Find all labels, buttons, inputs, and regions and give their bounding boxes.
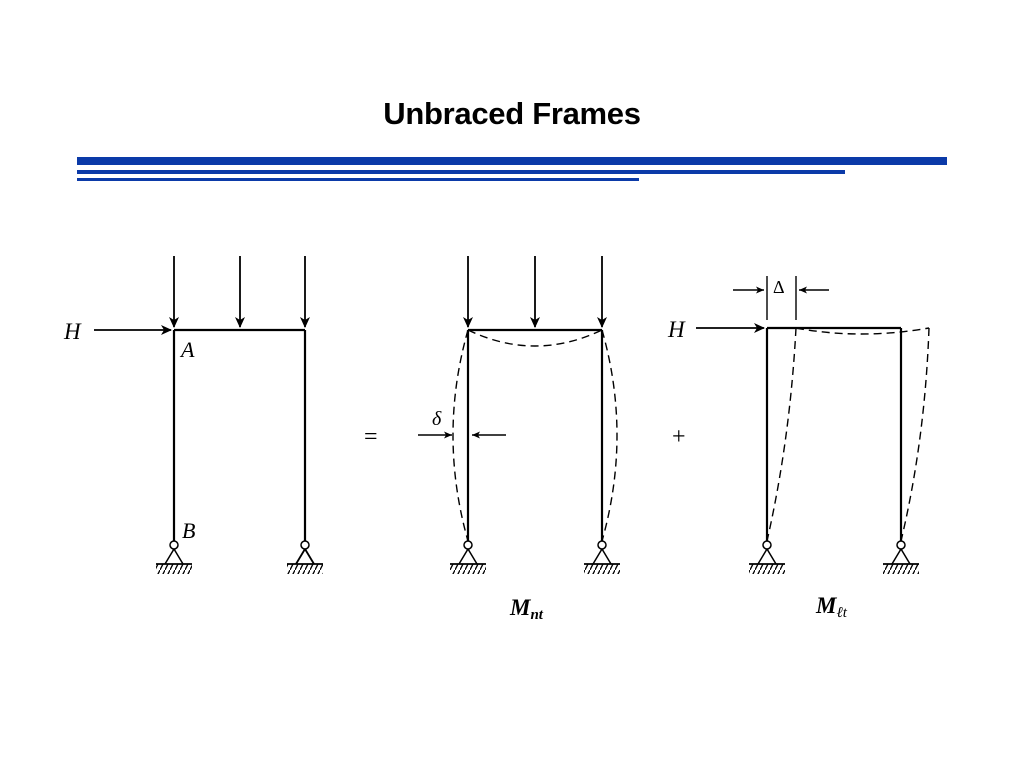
moment-lt-label: Mℓt	[815, 593, 848, 621]
pin-support-right	[584, 540, 620, 574]
title-underline-thin	[77, 178, 639, 181]
joint-a-label: A	[179, 337, 195, 362]
pin-support-left	[156, 540, 192, 574]
joint-b-label: B	[182, 518, 195, 543]
moment-symbol: M	[815, 593, 838, 618]
frame-2: δ Mnt	[418, 256, 620, 623]
plus-operator: +	[672, 424, 686, 450]
drift-label: Δ	[773, 277, 785, 297]
title-underline-medium	[77, 170, 845, 174]
moment-subscript: nt	[530, 607, 543, 623]
pin-support-left	[749, 540, 785, 574]
deflection-label: δ	[432, 408, 442, 430]
frame-1-structure	[172, 328, 307, 541]
pin-support-right	[883, 540, 919, 574]
gravity-load-arrows	[169, 256, 310, 328]
lateral-load-label: H	[63, 319, 82, 344]
frame-2-structure	[466, 328, 604, 541]
drift-dimension	[733, 276, 829, 320]
deflected-shape-braced	[452, 329, 618, 542]
slide-title: Unbraced Frames	[383, 96, 641, 131]
moment-symbol: M	[509, 595, 532, 620]
pin-support-right	[287, 540, 323, 574]
gravity-load-arrows	[463, 256, 607, 328]
moment-subscript: ℓt	[836, 605, 847, 621]
pin-support-left	[450, 540, 486, 574]
frame-3-structure	[765, 326, 903, 541]
moment-nt-label: Mnt	[509, 595, 544, 623]
title-underline-thick	[77, 157, 947, 165]
lateral-load-label: H	[667, 317, 686, 342]
equals-operator: =	[364, 424, 378, 450]
deflected-shape-sway	[766, 327, 930, 542]
frame-1: H A B	[63, 256, 323, 574]
frame-3: Δ H Mℓt	[667, 276, 930, 621]
